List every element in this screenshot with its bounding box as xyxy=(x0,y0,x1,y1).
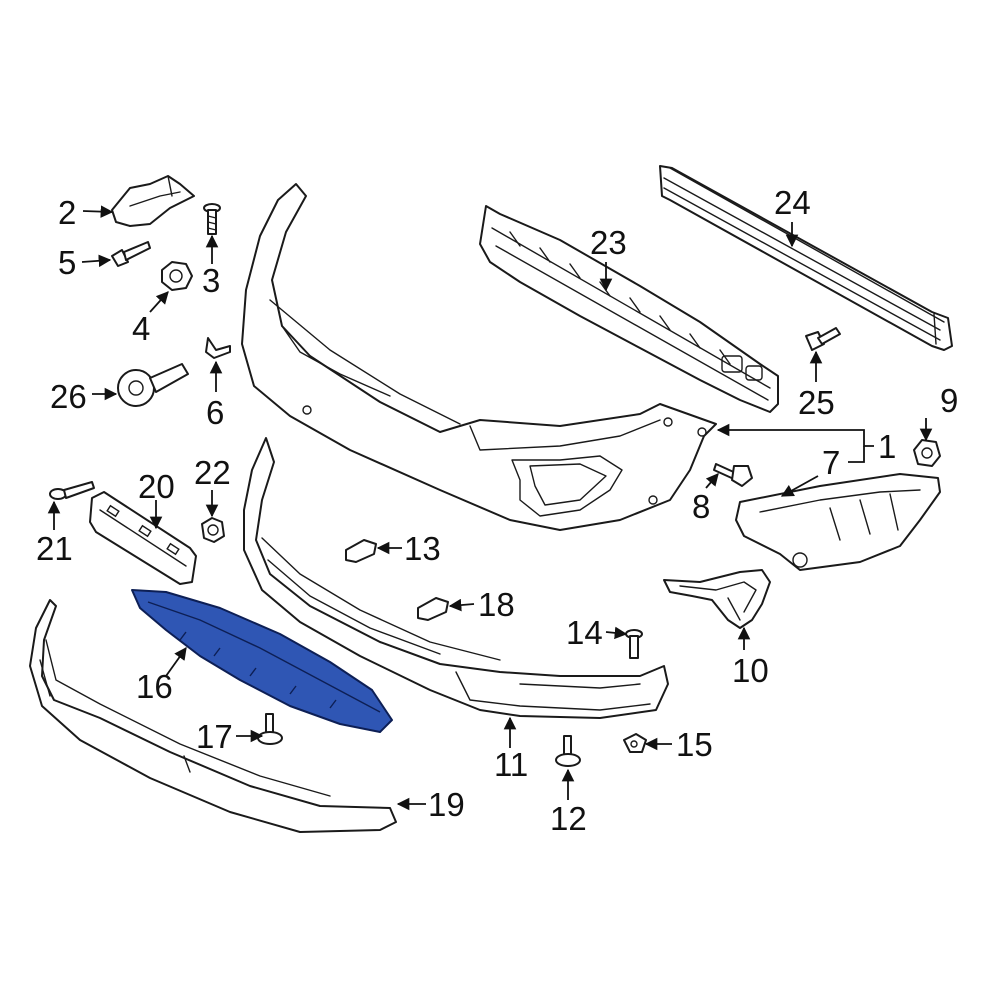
callout-9: 9 xyxy=(940,382,958,419)
part-3-screw[interactable] xyxy=(203,203,221,235)
callout-10: 10 xyxy=(732,652,769,689)
part-23-energy-absorber[interactable] xyxy=(479,205,779,413)
part-14-screw[interactable] xyxy=(625,629,643,659)
part-26-grommet[interactable] xyxy=(117,363,189,407)
part-19-air-deflector[interactable] xyxy=(29,599,397,833)
callout-11: 11 xyxy=(494,746,528,783)
part-24-bumper-reinforcement[interactable] xyxy=(659,165,953,351)
callout-17: 17 xyxy=(196,718,233,755)
callout-3: 3 xyxy=(202,262,220,299)
callout-19: 19 xyxy=(428,786,465,823)
callout-14: 14 xyxy=(566,614,603,651)
part-15-clip[interactable] xyxy=(623,733,647,753)
part-21-pin[interactable] xyxy=(49,481,95,500)
callout-25: 25 xyxy=(798,384,835,421)
part-2-bracket[interactable] xyxy=(111,175,195,227)
callout-24: 24 xyxy=(774,184,811,221)
part-1-bumper-cover[interactable] xyxy=(241,183,717,531)
part-6-clip[interactable] xyxy=(205,337,231,359)
part-13-clip[interactable] xyxy=(345,539,377,563)
callout-8: 8 xyxy=(692,488,710,525)
leader-lines xyxy=(47,205,933,811)
part-16-lower-support-highlighted[interactable] xyxy=(131,589,393,733)
callout-21: 21 xyxy=(36,530,73,567)
callout-22: 22 xyxy=(194,454,231,491)
callout-5: 5 xyxy=(58,244,76,281)
part-9-nut[interactable] xyxy=(913,439,941,467)
part-12-bolt[interactable] xyxy=(555,735,581,767)
callout-2: 2 xyxy=(58,194,76,231)
callout-4: 4 xyxy=(132,310,150,347)
part-4-nut[interactable] xyxy=(161,261,193,291)
callout-6: 6 xyxy=(206,394,224,431)
part-8-bolt[interactable] xyxy=(713,463,753,487)
callout-18: 18 xyxy=(478,586,515,623)
callout-12: 12 xyxy=(550,800,587,837)
part-18-clip[interactable] xyxy=(417,597,449,621)
callout-16: 16 xyxy=(136,668,173,705)
part-11-lower-cover[interactable] xyxy=(243,437,669,719)
callout-labels: 2 3 4 5 6 26 21 20 22 13 18 16 17 19 11 … xyxy=(36,184,958,837)
part-10-bezel[interactable] xyxy=(663,569,771,629)
callout-26: 26 xyxy=(50,378,87,415)
callout-1: 1 xyxy=(878,428,896,465)
callout-20: 20 xyxy=(138,468,175,505)
part-20-license-bracket[interactable] xyxy=(89,491,197,585)
callout-13: 13 xyxy=(404,530,441,567)
part-25-bolt[interactable] xyxy=(805,327,841,351)
callout-23: 23 xyxy=(590,224,627,261)
callout-7: 7 xyxy=(822,444,840,481)
part-5-bolt[interactable] xyxy=(111,241,151,267)
part-17-bolt[interactable] xyxy=(257,713,283,745)
part-7-bracket[interactable] xyxy=(735,473,941,571)
callout-15: 15 xyxy=(676,726,713,763)
part-22-nut[interactable] xyxy=(201,517,225,543)
